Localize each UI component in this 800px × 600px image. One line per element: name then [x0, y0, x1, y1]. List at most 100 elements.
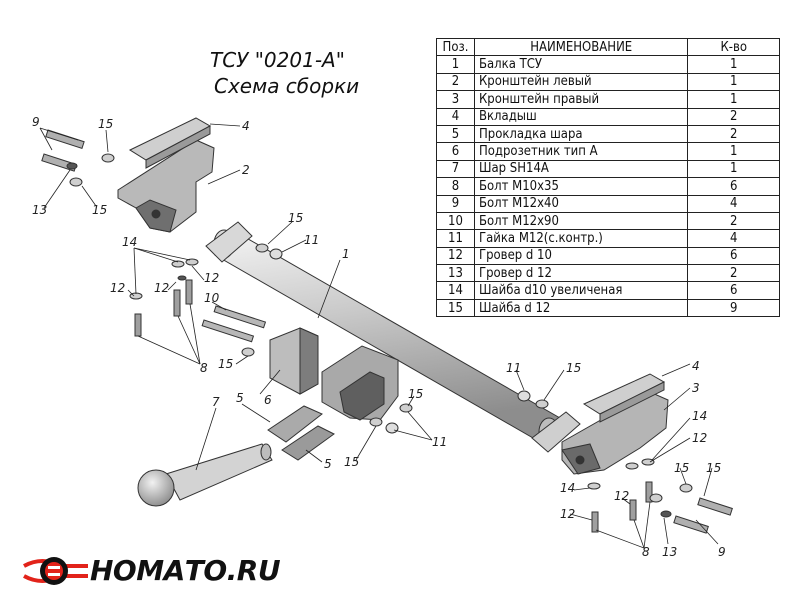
position-cell: 9	[436, 194, 475, 213]
name-cell: Кронштейн правый	[473, 90, 689, 109]
table-header-row: Поз. НАИМЕНОВАНИЕ К-во	[436, 37, 780, 57]
name-cell: Болт М12х90	[473, 211, 689, 231]
name-cell: Вкладыш	[473, 107, 689, 126]
name-cell: Балка ТСУ	[473, 55, 689, 74]
callout-15: 15	[344, 455, 359, 469]
beam-part-1	[205, 221, 581, 453]
quantity-cell: 6	[687, 177, 780, 196]
header-quantity: К-во	[687, 37, 780, 57]
quantity-cell: 1	[687, 90, 780, 109]
quantity-cell: 6	[687, 246, 780, 266]
callout-12: 12	[110, 281, 125, 295]
leader-lines	[39, 123, 719, 549]
name-cell: Шайба d 12	[473, 298, 689, 318]
callout-14: 14	[692, 409, 707, 423]
callout-4: 4	[242, 119, 250, 133]
callout-1: 1	[342, 247, 350, 261]
quantity-cell: 4	[687, 229, 780, 248]
callout-8: 8	[200, 361, 208, 375]
ball-spacer-part-5	[267, 405, 335, 461]
callout-3: 3	[692, 381, 700, 395]
name-cell: Кронштейн левый	[473, 72, 689, 92]
quantity-cell: 1	[687, 142, 780, 161]
quantity-cell: 2	[687, 211, 780, 231]
diagram-title: ТСУ "0201-А"	[210, 48, 345, 72]
callout-6: 6	[264, 393, 272, 407]
callout-4: 4	[692, 359, 700, 373]
position-cell: 6	[436, 142, 475, 161]
name-cell: Болт М12х40	[473, 194, 689, 213]
homato-wing-logo-icon	[23, 557, 88, 585]
callout-labels: 9 15 4 2 13 15 15 11 1 14 12 12 12 10 15…	[32, 115, 726, 559]
callout-15: 15	[706, 461, 721, 475]
position-cell: 14	[436, 281, 475, 300]
position-cell: 4	[436, 107, 475, 126]
quantity-cell: 1	[687, 55, 780, 74]
callout-12: 12	[560, 507, 575, 521]
position-cell: 5	[436, 124, 475, 144]
name-cell: Гровер d 12	[473, 264, 689, 283]
callout-13: 13	[32, 203, 47, 217]
callout-15: 15	[674, 461, 689, 475]
callout-13: 13	[662, 545, 677, 559]
position-cell: 8	[436, 177, 475, 196]
header-position: Поз.	[436, 37, 475, 57]
diagram-subtitle: Схема сборки	[214, 74, 360, 98]
name-cell: Подрозетник тип А	[473, 142, 689, 161]
name-cell: Гайка М12(с.контр.)	[473, 229, 689, 248]
callout-15: 15	[408, 387, 423, 401]
position-cell: 3	[436, 90, 475, 109]
callout-15: 15	[92, 203, 107, 217]
quantity-cell: 4	[687, 194, 780, 213]
position-cell: 10	[436, 211, 475, 231]
quantity-cell: 9	[687, 298, 780, 318]
callout-2: 2	[242, 163, 250, 177]
callout-11: 11	[304, 233, 319, 247]
quantity-cell: 1	[687, 72, 780, 92]
position-cell: 2	[436, 72, 475, 92]
callout-11: 11	[432, 435, 447, 449]
callout-8: 8	[642, 545, 650, 559]
name-cell: Шайба d10 увеличеная	[473, 281, 689, 300]
quantity-cell: 2	[687, 107, 780, 126]
position-cell: 13	[436, 264, 475, 283]
header-name: НАИМЕНОВАНИЕ	[473, 37, 689, 57]
position-cell: 15	[436, 298, 475, 318]
callout-12: 12	[692, 431, 707, 445]
brand-logo-text: НОМАТО.RU	[90, 554, 281, 587]
right-insert-part-4	[582, 373, 666, 423]
quantity-cell: 2	[687, 264, 780, 283]
callout-15: 15	[98, 117, 113, 131]
callout-9: 9	[718, 545, 726, 559]
callout-10: 10	[204, 291, 220, 305]
name-cell: Шар SH14A	[473, 159, 689, 179]
position-cell: 7	[436, 159, 475, 179]
callout-9: 9	[32, 115, 40, 129]
callout-5: 5	[236, 391, 244, 405]
callout-12: 12	[204, 271, 219, 285]
quantity-cell: 1	[687, 159, 780, 179]
callout-15: 15	[218, 357, 233, 371]
position-cell: 11	[436, 229, 475, 248]
name-cell: Гровер d 10	[473, 246, 689, 266]
name-cell: Прокладка шара	[473, 124, 689, 144]
tow-ball-part-7	[137, 443, 273, 507]
callout-15: 15	[566, 361, 581, 375]
callout-11: 11	[506, 361, 521, 375]
position-cell: 12	[436, 246, 475, 266]
callout-14: 14	[560, 481, 575, 495]
callout-12: 12	[154, 281, 169, 295]
